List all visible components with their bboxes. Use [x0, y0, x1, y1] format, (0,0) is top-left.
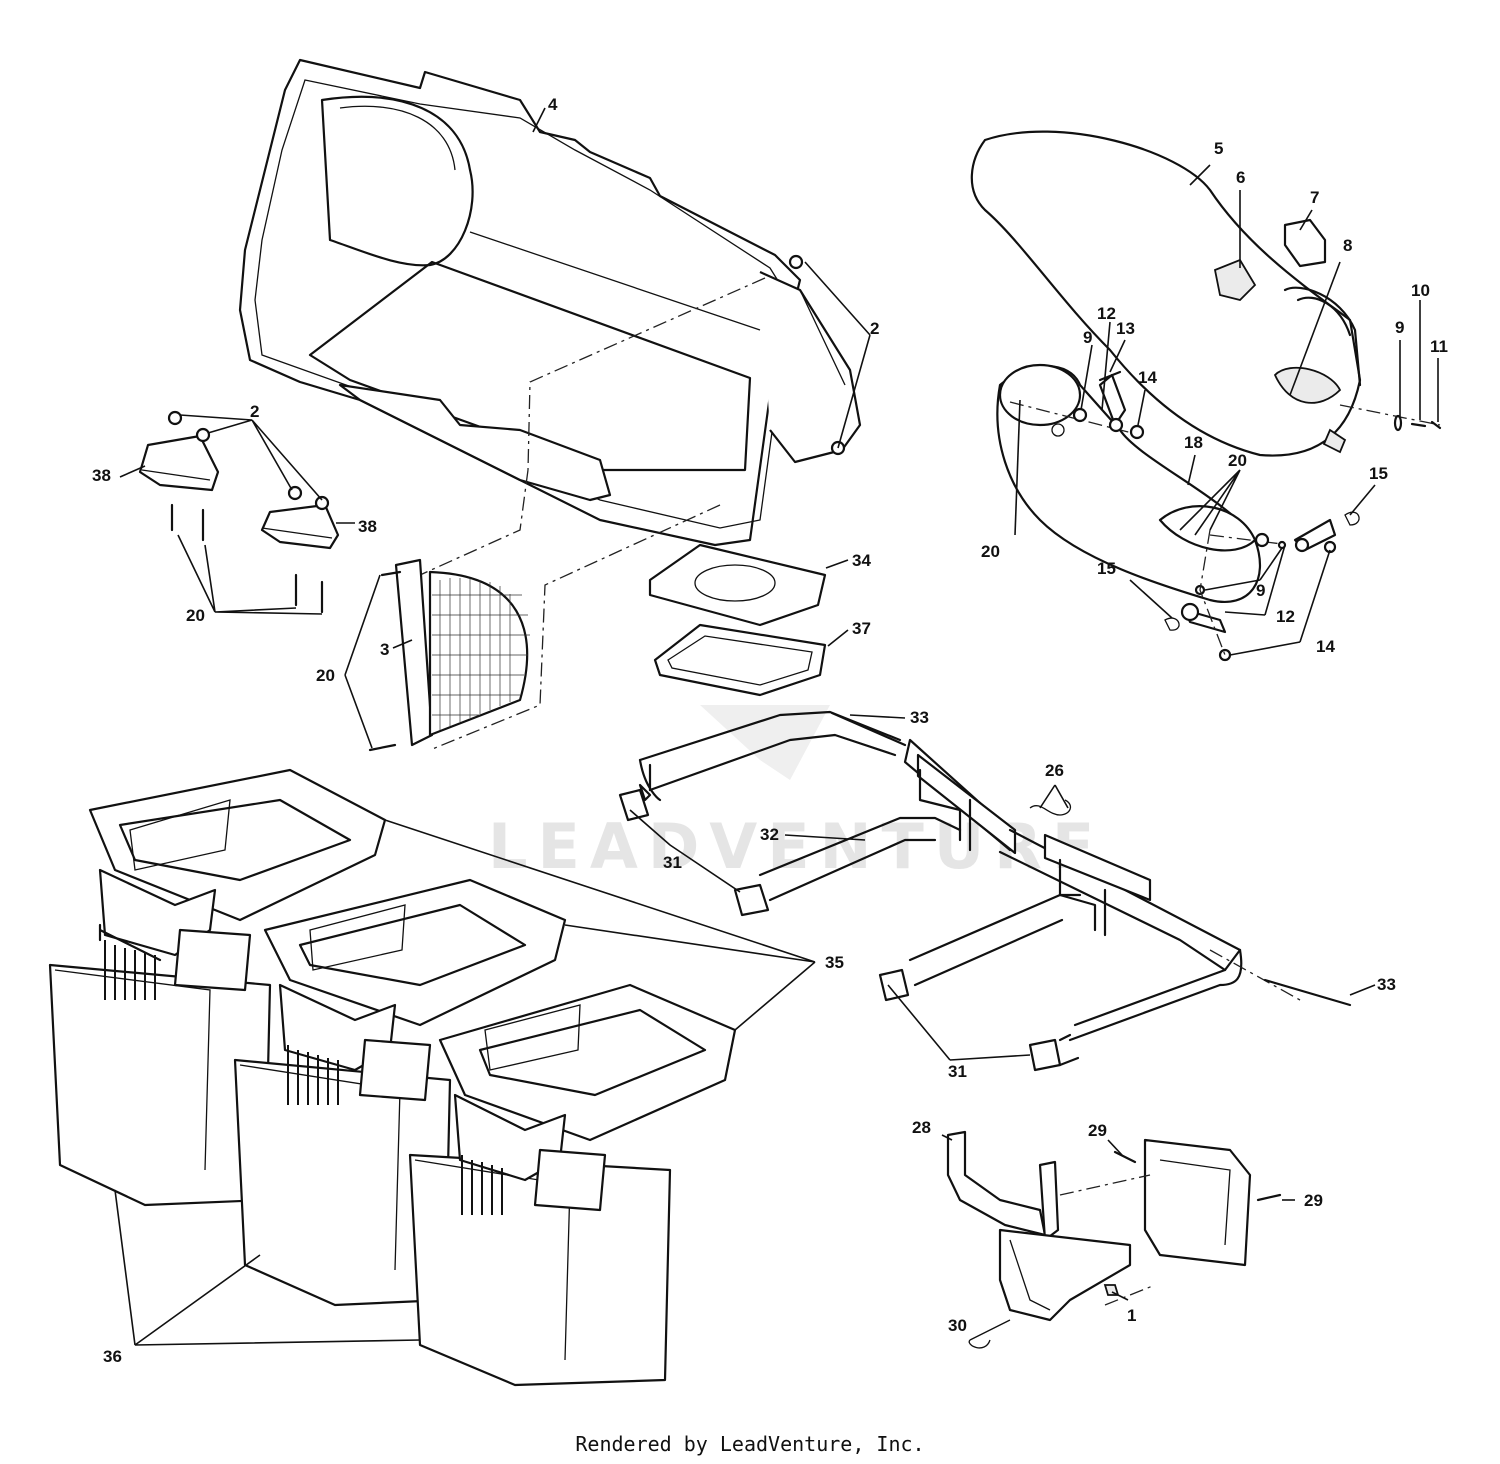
bagger-top-cover [238, 58, 862, 547]
callout-9: 9 [1083, 328, 1092, 347]
footer-credit: Rendered by LeadVenture, Inc. [575, 1432, 925, 1456]
hitch-assembly [946, 1130, 1282, 1349]
callout-8: 8 [1343, 236, 1352, 255]
watermark: LEADVENTURE [488, 705, 1094, 883]
adapter-plate-34 [648, 543, 827, 627]
callout-15: 15 [1097, 559, 1116, 578]
chute-handle [1273, 286, 1362, 454]
callout-20: 20 [316, 666, 335, 685]
callout-29: 29 [1088, 1121, 1107, 1140]
callout-9: 9 [1256, 581, 1265, 600]
bag-basket-3 [408, 983, 737, 1387]
callout-10: 10 [1411, 281, 1430, 300]
callout-38: 38 [358, 517, 377, 536]
callout-12: 12 [1097, 304, 1116, 323]
callout-13: 13 [1116, 319, 1135, 338]
callout-5: 5 [1214, 139, 1223, 158]
callout-33: 33 [1377, 975, 1396, 994]
bag-basket-1 [48, 768, 387, 1207]
callout-2: 2 [250, 402, 259, 421]
mounting-bracket-right [260, 485, 340, 550]
chute-hardware-upper [1009, 370, 1145, 440]
callout-20: 20 [981, 542, 1000, 561]
callout-3: 3 [380, 640, 389, 659]
discharge-chute [970, 130, 1362, 603]
callout-labels: 4 2 2 38 38 20 20 3 34 37 33 33 26 32 31… [92, 95, 1448, 1366]
chute-hardware-right [1339, 404, 1442, 432]
callout-34: 34 [852, 551, 871, 570]
callout-12: 12 [1276, 607, 1295, 626]
callout-14: 14 [1316, 637, 1335, 656]
callout-2: 2 [870, 319, 879, 338]
callout-1: 1 [1127, 1306, 1136, 1325]
callout-31: 31 [948, 1062, 967, 1081]
pin-33-lower [1263, 978, 1352, 1007]
bag-basket-2 [233, 878, 567, 1307]
callout-4: 4 [548, 95, 558, 114]
callout-20: 20 [1228, 451, 1247, 470]
chute-hardware-lower [1164, 511, 1360, 662]
callout-30: 30 [948, 1316, 967, 1335]
callout-35: 35 [825, 953, 844, 972]
callout-20: 20 [186, 606, 205, 625]
chute-knob-7 [1283, 218, 1327, 268]
callout-18: 18 [1184, 433, 1203, 452]
callout-9: 9 [1395, 318, 1404, 337]
pin-33-upper [830, 711, 907, 747]
callout-29: 29 [1304, 1191, 1323, 1210]
callout-14: 14 [1138, 368, 1157, 387]
callout-31: 31 [663, 853, 682, 872]
bracket-bolts [170, 503, 324, 614]
callout-32: 32 [760, 825, 779, 844]
callout-15: 15 [1369, 464, 1388, 483]
mounting-bracket-left [138, 410, 220, 492]
gasket-37 [653, 623, 827, 697]
callout-38: 38 [92, 466, 111, 485]
callout-26: 26 [1045, 761, 1064, 780]
callout-11: 11 [1430, 337, 1448, 356]
callout-37: 37 [852, 619, 871, 638]
callout-36: 36 [103, 1347, 122, 1366]
callout-7: 7 [1310, 188, 1319, 207]
decal-6 [1213, 258, 1257, 301]
bagger-frame [618, 710, 1243, 1072]
callout-28: 28 [912, 1118, 931, 1137]
bagger-screen [368, 558, 530, 752]
callout-33: 33 [910, 708, 929, 727]
callout-6: 6 [1236, 168, 1245, 187]
